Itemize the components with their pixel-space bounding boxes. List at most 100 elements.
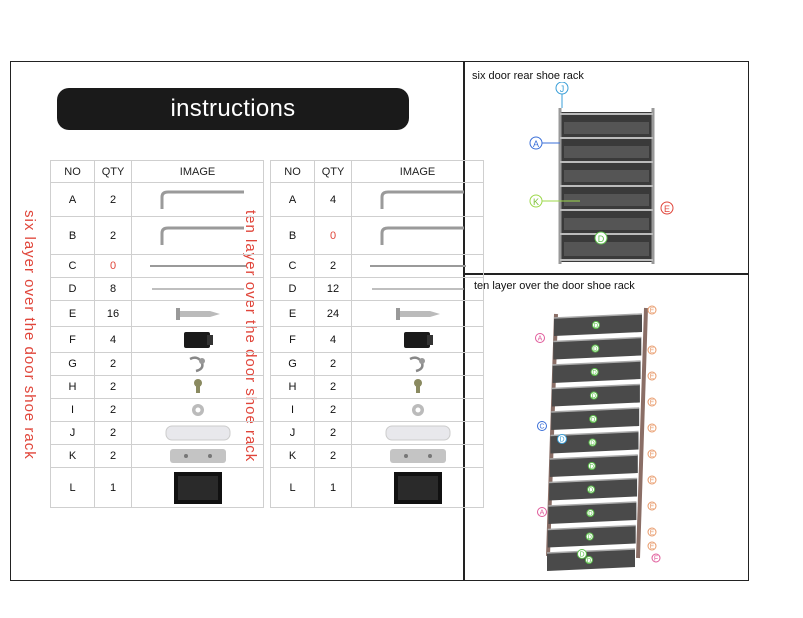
callout-k: K xyxy=(533,197,539,207)
shelf-row: D xyxy=(549,477,638,501)
part-qty: 2 xyxy=(94,216,132,255)
part-qty: 2 xyxy=(94,182,132,217)
part-no: D xyxy=(270,277,315,301)
part-qty: 1 xyxy=(94,467,132,508)
small-screw-icon xyxy=(131,375,264,399)
l-rod-icon xyxy=(351,216,484,255)
part-no: L xyxy=(50,467,95,508)
shelf-marker: D xyxy=(588,512,593,518)
short-rod-icon xyxy=(351,277,484,301)
shelf-marker: D xyxy=(590,465,595,471)
callout-e: E xyxy=(650,374,655,381)
document-frame xyxy=(10,61,749,581)
part-qty: 2 xyxy=(314,444,352,468)
part-qty: 2 xyxy=(314,254,352,278)
header-qty: QTY xyxy=(94,160,132,183)
callout-f: F xyxy=(654,556,658,563)
fabric-shelf-icon xyxy=(351,467,484,508)
header-image: IMAGE xyxy=(351,160,484,183)
shelf-marker: D xyxy=(593,347,598,353)
part-no: E xyxy=(50,300,95,327)
part-no: J xyxy=(50,421,95,445)
part-qty: 2 xyxy=(314,421,352,445)
washer-icon xyxy=(131,398,264,422)
part-no: B xyxy=(50,216,95,255)
part-no: C xyxy=(270,254,315,278)
part-no: F xyxy=(270,326,315,353)
part-qty: 2 xyxy=(314,375,352,399)
shelf-row: D xyxy=(551,407,640,430)
shelf-row: D xyxy=(548,501,637,524)
callout-left: D xyxy=(579,552,584,559)
part-no: L xyxy=(270,467,315,508)
shelf-marker: D xyxy=(592,394,597,400)
part-no: K xyxy=(50,444,95,468)
shelf-row: D xyxy=(551,383,640,407)
callout-e: E xyxy=(664,204,670,214)
callout-e: E xyxy=(650,348,655,355)
six-rack-title: six door rear shoe rack xyxy=(472,70,584,82)
l-rod-icon xyxy=(131,182,264,217)
part-no: I xyxy=(270,398,315,422)
part-qty: 4 xyxy=(314,326,352,353)
shelf-row: D xyxy=(552,360,641,383)
callout-e: E xyxy=(650,400,655,407)
callout-left: C xyxy=(539,424,544,431)
callout-e: E xyxy=(650,544,655,551)
horizontal-divider xyxy=(463,273,749,275)
hook-icon xyxy=(131,352,264,376)
bracket-icon xyxy=(131,421,264,445)
shelf-marker: D xyxy=(589,488,594,494)
fabric-shelf-icon xyxy=(131,467,264,508)
long-rod-icon xyxy=(351,254,484,278)
callout-left: D xyxy=(559,437,564,444)
callout-left: A xyxy=(538,336,543,343)
shelf-row: D xyxy=(546,548,636,571)
l-rod-icon xyxy=(351,182,484,217)
header-qty: QTY xyxy=(314,160,352,183)
part-no: K xyxy=(270,444,315,468)
part-qty: 16 xyxy=(94,300,132,327)
part-qty: 2 xyxy=(314,398,352,422)
shelf-row: D xyxy=(553,336,642,360)
part-no: D xyxy=(50,277,95,301)
shelf-marker: D xyxy=(587,559,592,565)
part-qty: 0 xyxy=(94,254,132,278)
part-no: B xyxy=(270,216,315,255)
six-rack-illustration: J A K E D xyxy=(529,82,674,264)
clip-icon xyxy=(131,326,264,353)
header-image: IMAGE xyxy=(131,160,264,183)
part-qty: 2 xyxy=(94,352,132,376)
part-no: G xyxy=(270,352,315,376)
part-qty: 2 xyxy=(94,421,132,445)
part-no: F xyxy=(50,326,95,353)
screw-icon xyxy=(351,300,484,327)
part-qty: 0 xyxy=(314,216,352,255)
part-qty: 1 xyxy=(314,467,352,508)
part-no: A xyxy=(270,182,315,217)
callout-e: E xyxy=(650,530,655,537)
part-qty: 12 xyxy=(314,277,352,301)
callout-left: A xyxy=(540,510,545,517)
part-no: A xyxy=(50,182,95,217)
instructions-title: instructions xyxy=(57,88,409,130)
